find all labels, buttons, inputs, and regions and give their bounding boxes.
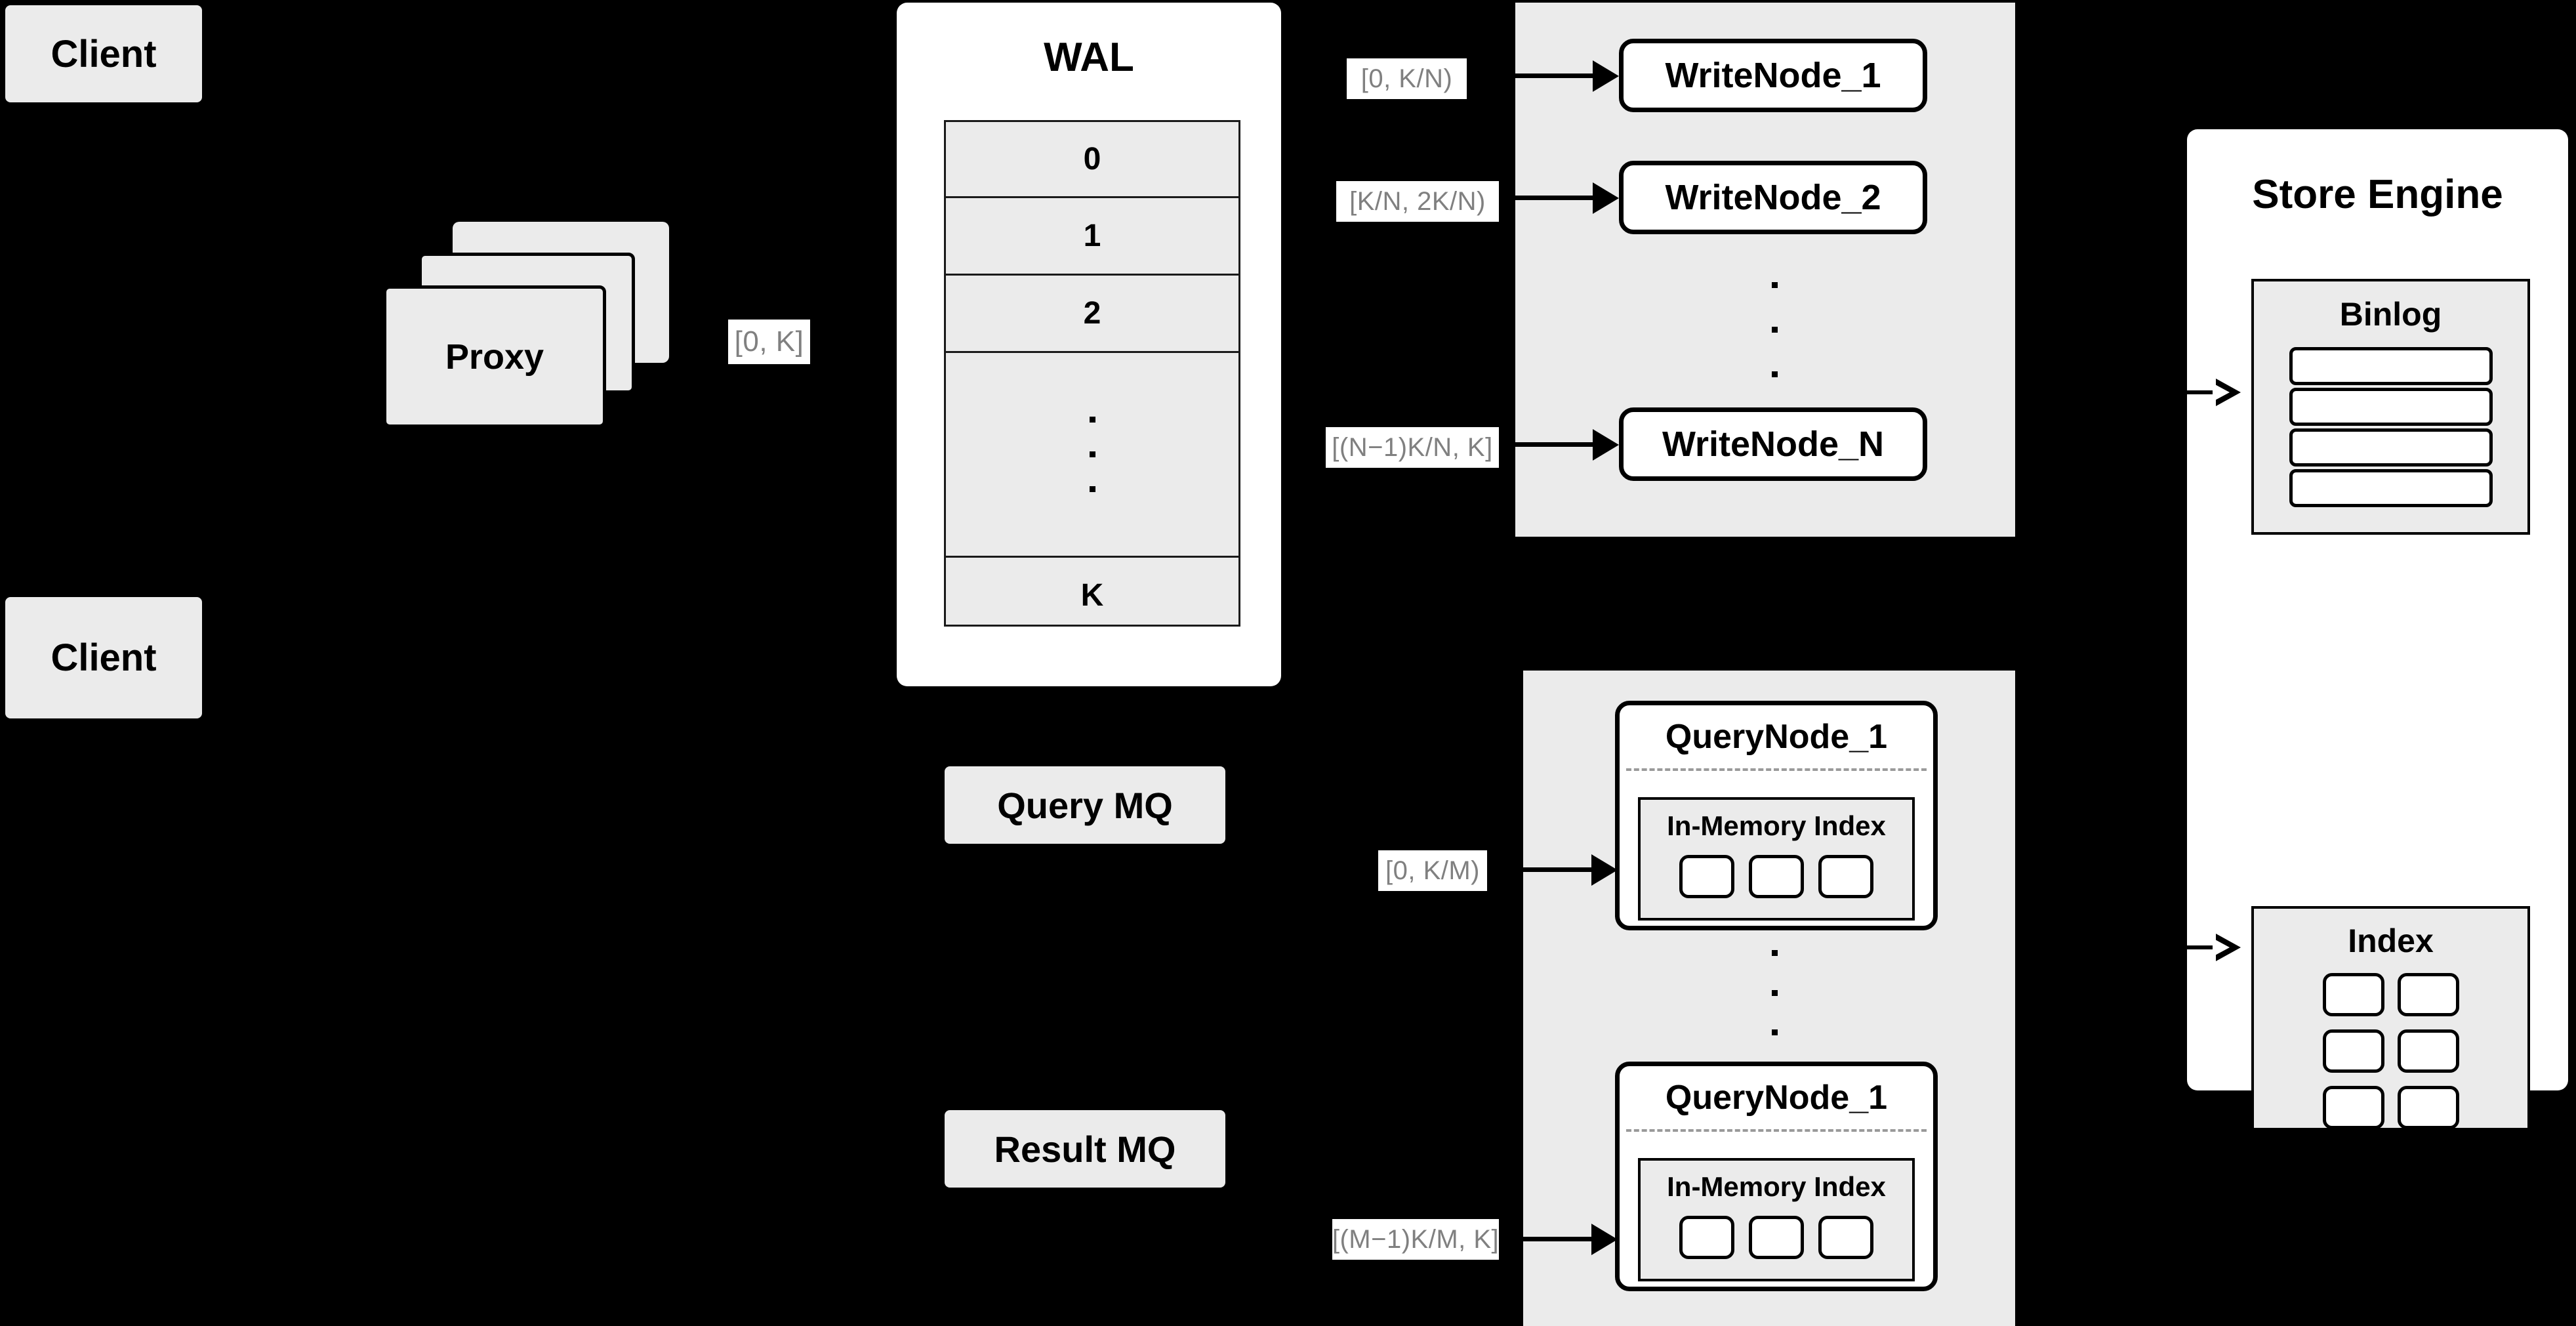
index-cell	[2397, 1029, 2459, 1073]
query-node-m-index-title: In-Memory Index	[1667, 1171, 1886, 1202]
query-node-1-separator	[1626, 768, 1927, 771]
query-node-m-arrow	[1523, 1224, 1628, 1255]
binlog-row	[2289, 428, 2493, 466]
binlog-title: Binlog	[2339, 296, 2442, 333]
result-mq-node[interactable]: Result MQ	[945, 1110, 1225, 1188]
query-node-1-index-cell	[1818, 855, 1873, 898]
wal-row-2: 2	[946, 276, 1238, 353]
binlog-panel: Binlog	[2251, 279, 2530, 535]
write-node-2-range-label: [K/N, 2K/N)	[1336, 181, 1499, 222]
index-cell	[2322, 1086, 2384, 1129]
store-engine-title: Store Engine	[2252, 171, 2503, 217]
write-node-n[interactable]: WriteNode_N	[1619, 407, 1927, 481]
query-node-1-index-cell	[1679, 855, 1734, 898]
query-mq-node[interactable]: Query MQ	[945, 766, 1225, 844]
binlog-row	[2289, 469, 2493, 507]
query-node-m-index-cell	[1749, 1216, 1804, 1259]
write-node-1-label: WriteNode_1	[1665, 56, 1881, 95]
binlog-row	[2289, 347, 2493, 385]
wal-vertical-ellipsis-icon	[1089, 417, 1095, 492]
write-node-2-arrow	[1515, 182, 1620, 214]
client-node-2[interactable]: Client	[5, 597, 202, 718]
query-node-m-separator	[1626, 1129, 1927, 1132]
wal-title: WAL	[1044, 34, 1134, 80]
wal-row-k: K	[1080, 577, 1104, 613]
wal-row-1: 1	[946, 198, 1238, 276]
proxy-card-front[interactable]: Proxy	[383, 285, 606, 428]
index-cell	[2322, 973, 2384, 1016]
query-node-1-index-cell	[1749, 855, 1804, 898]
write-node-2-label: WriteNode_2	[1665, 178, 1881, 217]
client-node-1-label: Client	[51, 32, 157, 75]
index-cell	[2397, 1086, 2459, 1129]
query-node-1[interactable]: QueryNode_1 In-Memory Index	[1615, 701, 1938, 930]
proxy-stack[interactable]: Proxy	[380, 210, 689, 446]
query-node-m-in-memory-index: In-Memory Index	[1638, 1158, 1915, 1281]
query-node-1-title: QueryNode_1	[1665, 718, 1888, 756]
write-node-n-arrow	[1515, 429, 1620, 461]
query-node-m-index-cell	[1679, 1216, 1734, 1259]
write-node-n-range-label: [(N−1)K/N, K]	[1326, 427, 1499, 468]
binlog-inbound-arrow	[2187, 379, 2266, 406]
write-node-1[interactable]: WriteNode_1	[1619, 39, 1927, 112]
write-node-1-arrow	[1515, 60, 1620, 92]
wal-panel: WAL 0 1 2 K	[897, 3, 1281, 686]
index-cell	[2397, 973, 2459, 1016]
query-node-1-index-title: In-Memory Index	[1667, 810, 1886, 841]
proxy-label: Proxy	[445, 337, 544, 377]
query-node-1-in-memory-index: In-Memory Index	[1638, 797, 1915, 921]
query-mq-label: Query MQ	[997, 784, 1173, 826]
index-cell	[2322, 1029, 2384, 1073]
result-mq-label: Result MQ	[994, 1128, 1176, 1170]
query-node-m[interactable]: QueryNode_1 In-Memory Index	[1615, 1062, 1938, 1291]
query-node-m-title: QueryNode_1	[1665, 1079, 1888, 1117]
index-panel: Index	[2251, 906, 2530, 1130]
query-node-1-range-label: [0, K/M)	[1378, 850, 1487, 891]
binlog-row	[2289, 388, 2493, 426]
proxy-range-label: [0, K]	[728, 320, 810, 364]
write-node-2[interactable]: WriteNode_2	[1619, 161, 1927, 234]
index-inbound-arrow	[2187, 934, 2266, 961]
query-node-1-arrow	[1523, 854, 1628, 886]
query-node-m-index-cell	[1818, 1216, 1873, 1259]
index-title: Index	[2348, 922, 2434, 959]
client-node-2-label: Client	[51, 636, 157, 679]
client-node-1[interactable]: Client	[5, 5, 202, 102]
query-node-m-range-label: [(M−1)K/M, K]	[1332, 1219, 1499, 1260]
write-node-n-label: WriteNode_N	[1662, 425, 1885, 464]
wal-table: 0 1 2 K	[944, 120, 1240, 627]
store-engine-panel: Store Engine Binlog Index	[2187, 129, 2568, 1130]
wal-row-ellipsis	[946, 353, 1238, 558]
query-node-vertical-ellipsis-icon	[1770, 950, 1778, 1035]
wal-row-0: 0	[946, 122, 1238, 198]
write-node-vertical-ellipsis-icon	[1770, 282, 1778, 377]
write-node-1-range-label: [0, K/N)	[1347, 58, 1467, 99]
